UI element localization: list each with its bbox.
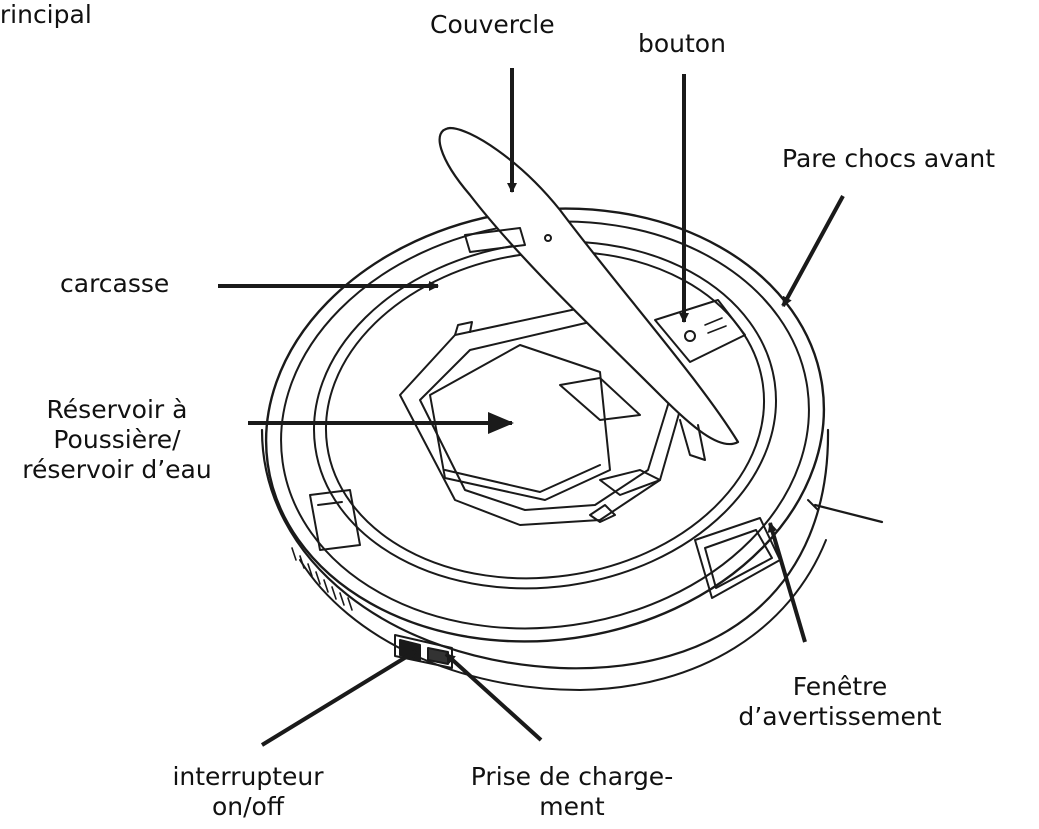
label-prise-line-2: ment	[539, 792, 605, 821]
arrow-interrupteur	[260, 649, 418, 747]
switch-port-housing	[394, 634, 453, 669]
label-reservoir: Réservoir à Poussière/ réservoir d’eau	[4, 395, 230, 485]
label-fenetre-line-1: Fenêtre	[792, 672, 888, 701]
label-prise-de-chargement: Prise de charge- ment	[438, 762, 706, 822]
label-interrupteur-line-2: on/off	[211, 792, 285, 821]
label-reservoir-line-2: Poussière/	[53, 425, 181, 454]
robot-base-bottom	[299, 539, 827, 691]
button-module	[654, 299, 746, 363]
label-interrupteur-line-1: interrupteur	[172, 762, 324, 791]
label-fenetre-avertissement: Fenêtre d’avertissement	[720, 672, 960, 732]
label-reservoir-line-3: réservoir d’eau	[22, 455, 212, 484]
arrow-pare-chocs	[781, 195, 845, 307]
dustbox-tank	[429, 344, 611, 501]
label-prise-line-1: Prise de charge-	[470, 762, 674, 791]
robot-base-side	[260, 428, 830, 670]
left-notch	[309, 489, 361, 551]
arrow-fenetre	[767, 522, 807, 643]
label-principal: principal	[0, 0, 92, 29]
label-carcasse: carcasse	[60, 269, 170, 298]
dustbox-inner	[419, 321, 676, 511]
label-interrupteur: interrupteur on/off	[150, 762, 346, 822]
arrow-prise	[444, 652, 543, 742]
label-reservoir-line-1: Réservoir à	[46, 395, 188, 424]
leader-arrows	[218, 68, 845, 747]
label-pare-chocs-avant: Pare chocs avant	[782, 144, 996, 173]
label-bouton: bouton	[638, 29, 726, 58]
label-fenetre-line-2: d’avertissement	[738, 702, 942, 731]
label-couvercle: Couvercle	[430, 10, 555, 39]
lid	[438, 126, 740, 446]
